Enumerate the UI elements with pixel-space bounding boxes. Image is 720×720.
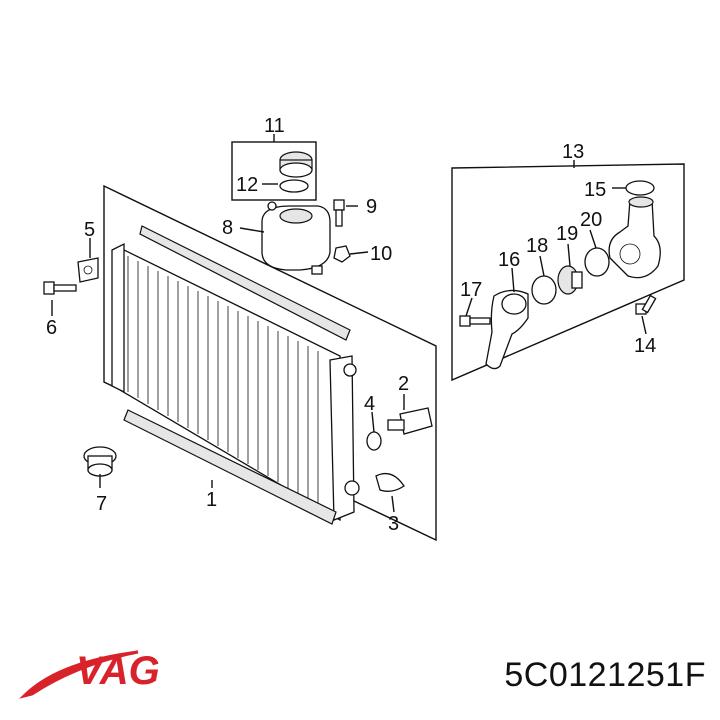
radiator [111, 225, 360, 525]
radiator-fins [127, 256, 319, 506]
callout-16: 16 [498, 249, 520, 271]
part-3-clip [375, 472, 405, 492]
part-18-thermostat [557, 265, 583, 295]
leader-lines [51, 134, 647, 513]
part-12-seal [279, 179, 309, 193]
thermostat-frame [451, 163, 685, 382]
part-11-cap [279, 151, 313, 178]
callout-10: 10 [370, 243, 392, 265]
part-10-nut [333, 245, 351, 263]
callout-9: 9 [366, 196, 377, 218]
part-6-bolt [43, 281, 77, 295]
vag-logo: VAG [19, 649, 160, 699]
callout-14: 14 [634, 335, 656, 357]
part-5-bracket [77, 257, 99, 283]
callout-20: 20 [580, 209, 602, 231]
callout-19: 19 [556, 223, 578, 245]
callout-7: 7 [96, 493, 107, 515]
part-2-sensor [387, 407, 433, 435]
callout-13: 13 [562, 141, 584, 163]
part-16-elbow [485, 289, 529, 370]
callout-11: 11 [264, 115, 285, 137]
callout-1: 1 [206, 489, 217, 511]
callout-4: 4 [364, 393, 375, 415]
part-9-bolt [333, 199, 345, 227]
callout-5: 5 [84, 219, 95, 241]
part-14-bolt [635, 294, 657, 315]
part-4-oring [366, 431, 382, 451]
logo-text: VAG [76, 649, 160, 693]
radiator-frame [103, 184, 437, 542]
callout-3: 3 [388, 513, 399, 535]
callout-6: 6 [46, 317, 57, 339]
callout-8: 8 [222, 217, 233, 239]
callout-17: 17 [460, 279, 482, 301]
part-15-oring [625, 180, 655, 196]
callout-2: 2 [398, 373, 409, 395]
part-number: 5C0121251F [504, 656, 706, 694]
callout-15: 15 [584, 179, 606, 201]
logo-swoosh [19, 650, 139, 699]
part-19-gasket [584, 247, 610, 277]
part-oring [531, 275, 557, 305]
part-20-housing [608, 196, 661, 279]
callout-labels: 11 12 8 9 10 5 6 7 1 2 4 3 13 15 20 19 1… [46, 115, 656, 535]
callout-12: 12 [236, 174, 258, 196]
part-17-bolt [459, 315, 491, 327]
callout-18: 18 [526, 235, 548, 257]
part-7-plug [83, 446, 117, 477]
part-8-expansion-tank [261, 201, 331, 275]
